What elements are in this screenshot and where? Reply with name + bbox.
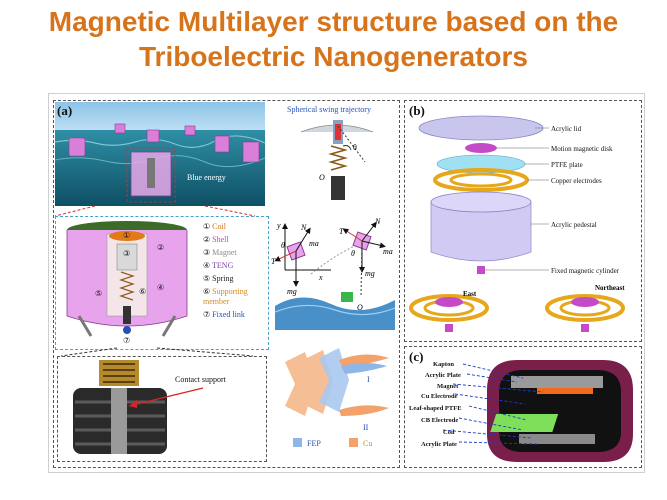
- panel-a-label: (a): [57, 103, 73, 118]
- svg-text:⑤: ⑤: [95, 289, 102, 298]
- force-label: T: [271, 257, 276, 266]
- swing-trajectory-label: Spherical swing trajectory: [287, 105, 371, 114]
- layer-label: Kapton: [433, 361, 454, 368]
- legend-item: ⑤ Spring: [203, 274, 267, 284]
- pendulum-illustration: Spherical swing trajectory θ O: [287, 105, 374, 200]
- legend-text: Supporting member: [203, 287, 248, 306]
- layer-label: Acrylic Plate: [421, 441, 457, 448]
- origin-label: O: [319, 173, 325, 182]
- force-label: x: [318, 273, 323, 282]
- layer-label: Magnet: [437, 383, 459, 390]
- part-label: PTFE plate: [551, 161, 583, 169]
- roman-ii-label: II: [363, 423, 369, 432]
- cu-swatch: [349, 438, 358, 447]
- force-label: mg: [287, 287, 297, 296]
- teng-layers-illustration: I II FEP Cu: [285, 348, 389, 448]
- legend-text: Fixed link: [212, 310, 245, 319]
- fep-swatch: [293, 438, 302, 447]
- device-3d-illustration: ① ③ ② ④ ⑤ ⑥ ⑦: [66, 221, 188, 345]
- legend-item: ② Shell: [203, 235, 267, 245]
- legend-text: TENG: [212, 261, 234, 270]
- layer-label: CB Electrode: [421, 417, 458, 424]
- legend-item: ④ TENG: [203, 261, 267, 271]
- layer-label: Coil: [443, 429, 455, 436]
- layer-label: Acrylic Plate: [425, 372, 461, 379]
- force-label: T: [339, 227, 344, 236]
- northeast-label: Northeast: [595, 284, 625, 292]
- svg-text:①: ①: [123, 231, 130, 240]
- legend-item: ③ Magnet: [203, 248, 267, 258]
- svg-text:②: ②: [157, 243, 164, 252]
- legend-number: ④: [203, 261, 213, 270]
- force-label: y: [276, 221, 281, 230]
- legend-number: ⑤: [203, 274, 213, 283]
- force-label: ma: [383, 247, 393, 256]
- cu-label: Cu: [363, 439, 372, 448]
- legend-text: Coil: [212, 222, 226, 231]
- panel-c-label: (c): [409, 349, 424, 364]
- contact-support-frame: [57, 356, 267, 462]
- force-label: N: [300, 223, 307, 232]
- legend-number: ⑥: [203, 287, 213, 296]
- svg-text:⑦: ⑦: [123, 336, 130, 345]
- blue-energy-caption: Blue energy: [187, 173, 226, 182]
- legend-item: ⑥ Supporting member: [203, 287, 267, 307]
- title-line-2: Triboelectric Nanogenerators: [138, 41, 528, 72]
- force-label: θ: [281, 241, 285, 250]
- legend-text: Shell: [212, 235, 229, 244]
- legend-number: ①: [203, 222, 213, 231]
- svg-text:④: ④: [157, 283, 164, 292]
- svg-text:③: ③: [123, 249, 130, 258]
- fep-label: FEP: [307, 439, 321, 448]
- svg-text:⑥: ⑥: [139, 287, 146, 296]
- force-label: N: [374, 217, 381, 226]
- zoom-arrows: [54, 205, 256, 217]
- contact-support-label: Contact support: [175, 375, 227, 384]
- east-label: East: [463, 290, 477, 298]
- force-label: ma: [309, 239, 319, 248]
- legend-number: ⑦: [203, 310, 213, 319]
- component-legend: ① Coil ② Shell ③ Magnet ④ TENG ⑤ Spring ⑥ Sup…: [203, 222, 267, 323]
- panel-c-frame: [404, 346, 642, 468]
- part-label: Fixed magnetic cylinder: [551, 267, 620, 275]
- part-label: Acrylic lid: [551, 125, 582, 133]
- legend-item: ⑦ Fixed link: [203, 310, 267, 320]
- force-label: θ: [351, 249, 355, 258]
- theta-label: θ: [353, 143, 357, 152]
- title-line-1: Magnetic Multilayer structure based on t…: [48, 6, 619, 37]
- legend-item: ① Coil: [203, 222, 267, 232]
- part-label: Copper electrodes: [551, 177, 602, 185]
- force-label: mg: [365, 269, 375, 278]
- device-frame: [55, 216, 269, 350]
- ocean-scene: Blue energy: [54, 102, 266, 206]
- zoom-arrows-2: [60, 347, 254, 357]
- legend-number: ③: [203, 248, 213, 257]
- layer-label: Cu Electrode: [421, 393, 458, 400]
- part-label: Acrylic pedestal: [551, 221, 597, 229]
- force-label: O: [357, 303, 363, 312]
- legend-number: ②: [203, 235, 213, 244]
- layer-label: Leaf-shaped PTFE: [409, 405, 462, 412]
- contact-support-illustration: Contact support: [73, 360, 227, 454]
- panel-a-frame: [53, 100, 400, 468]
- part-label: Motion magnetic disk: [551, 145, 613, 153]
- figure: (a) Blue energy: [48, 93, 645, 473]
- panel-b-frame: [404, 100, 642, 342]
- panel-b-label: (b): [409, 103, 425, 118]
- legend-text: Magnet: [212, 248, 237, 257]
- roman-i-label: I: [367, 375, 370, 384]
- legend-text: Spring: [212, 274, 234, 283]
